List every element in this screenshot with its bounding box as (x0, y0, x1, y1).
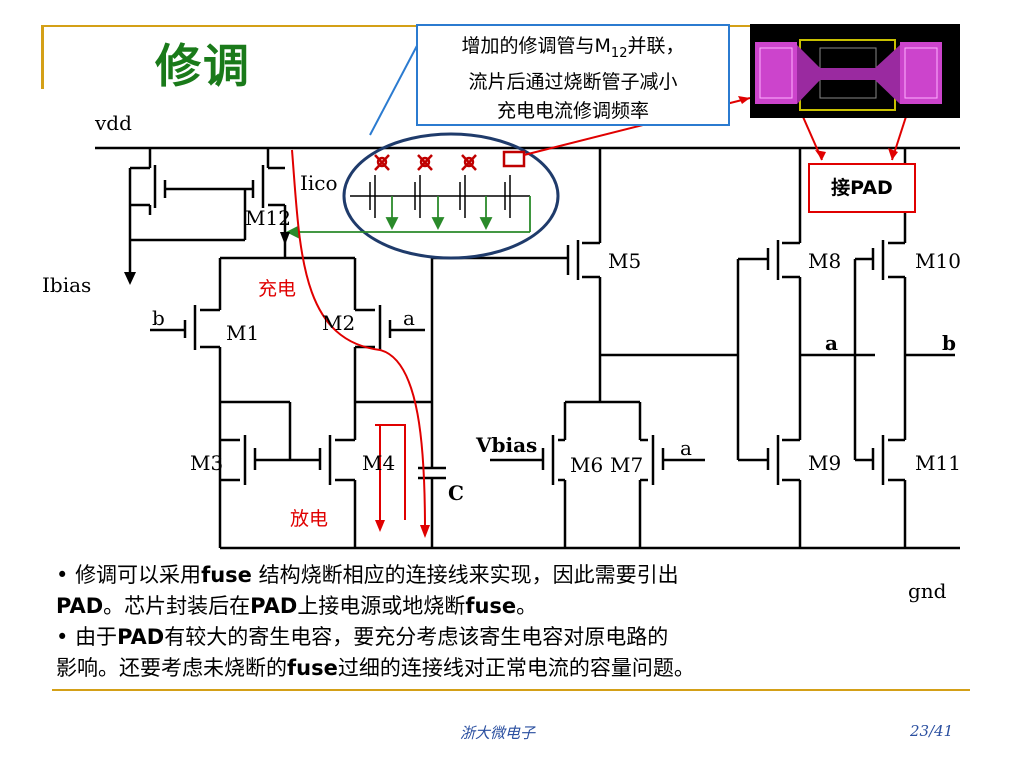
fuse-icon (374, 150, 526, 171)
m7-label: M7 (610, 453, 643, 477)
pad-layout-image (750, 24, 960, 118)
m2-label: M2 (322, 311, 355, 335)
callout-line3: 充电电流修调频率 (496, 99, 649, 122)
callout-line1-sub: 12 (610, 45, 628, 61)
trim-callout-box: 增加的修调管与M12并联， 流片后通过烧断管子减小 充电电流修调频率 (416, 24, 730, 126)
m12-label: M12 (245, 206, 291, 230)
node-a-left: a (403, 306, 415, 330)
iico-label: Iico (300, 171, 338, 195)
ibias-arrow-icon (124, 272, 136, 285)
left-accent-bar (41, 25, 44, 89)
m10-label: M10 (915, 249, 961, 273)
page-title: 修调 (155, 39, 251, 93)
m9-label: M9 (808, 451, 841, 475)
discharge-label: 放电 (290, 508, 328, 530)
m6-label: M6 (570, 453, 603, 477)
ibias-label: Ibias (42, 273, 91, 297)
m1-label: M1 (226, 321, 259, 345)
charge-label: 充电 (258, 278, 296, 300)
callout-line2: 流片后通过烧断管子减小 (468, 70, 678, 93)
m8-label: M8 (808, 249, 841, 273)
node-b-right: b (942, 331, 956, 355)
bullet-2: • 由于PAD有较大的寄生电容，要充分考虑该寄生电容对原电路的影响。还要考虑未烧… (56, 625, 695, 680)
m4-label: M4 (362, 451, 395, 475)
node-a-m7: a (680, 436, 692, 460)
m11-label: M11 (915, 451, 961, 475)
callout-line1-post: 并联， (627, 35, 685, 57)
m5-label: M5 (608, 249, 641, 273)
pad-label-box: 接PAD (808, 163, 916, 213)
node-a-mid: a (825, 331, 838, 355)
node-b-left: b (152, 306, 165, 330)
footer-organization: 浙大微电子 (460, 724, 536, 742)
vdd-label: vdd (94, 111, 132, 135)
vbias-label: Vbias (475, 433, 537, 457)
callout-line1-pre: 增加的修调管与M (461, 35, 611, 57)
footer-divider (52, 689, 970, 691)
gnd-label: gnd (908, 579, 947, 603)
cap-label: C (448, 481, 464, 505)
m3-label: M3 (190, 451, 223, 475)
trim-ellipse (342, 132, 560, 260)
top-accent-line (41, 25, 421, 27)
footer-page-number: 23/41 (910, 722, 954, 740)
